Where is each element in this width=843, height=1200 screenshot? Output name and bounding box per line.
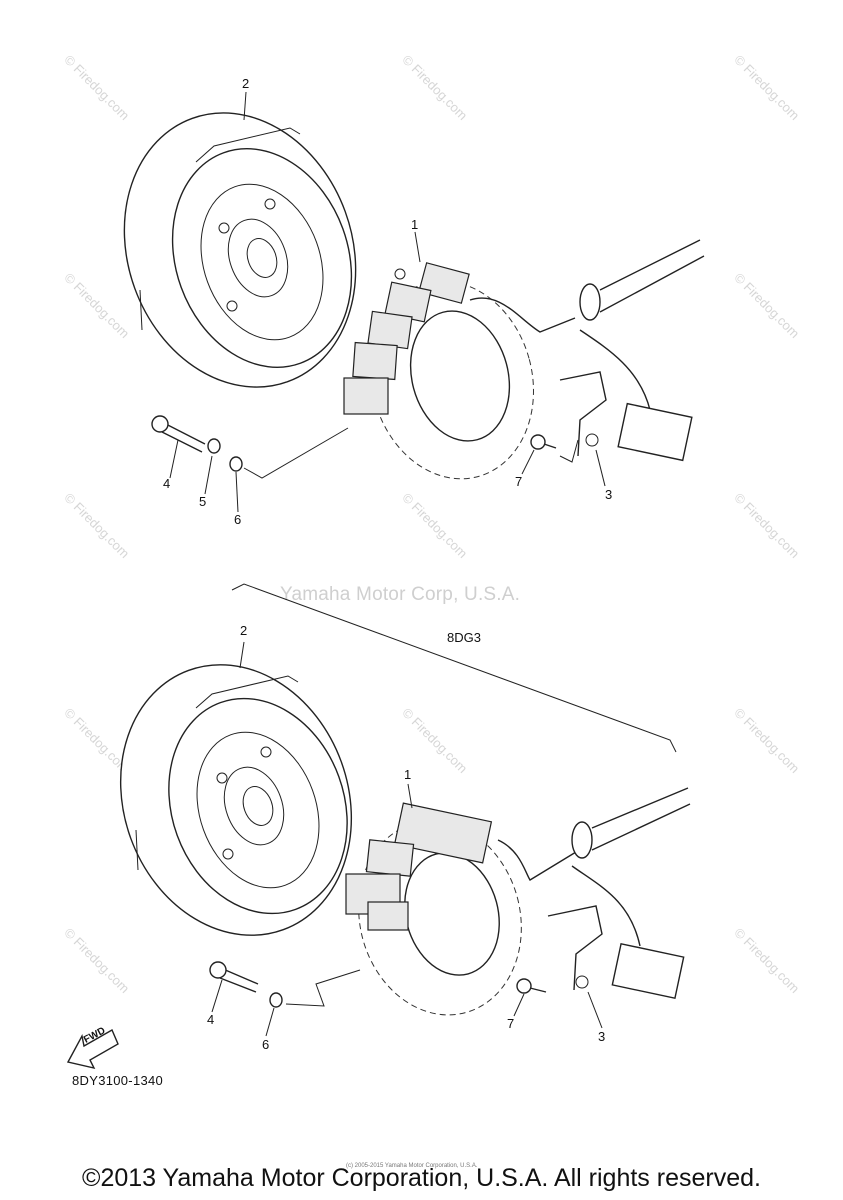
fasteners-bottom <box>209 961 547 1008</box>
small-copyright: (c) 2005-2015 Yamaha Motor Corporation, … <box>346 1163 478 1169</box>
callout-3-top: 3 <box>605 487 613 502</box>
pickup-coil-top <box>559 239 705 462</box>
fasteners-top <box>151 415 579 479</box>
callout-1-bottom: 1 <box>404 767 412 782</box>
stator-bottom <box>345 802 577 1016</box>
top-assembly <box>123 91 705 513</box>
pickup-coil-bottom <box>547 787 691 1000</box>
bottom-assembly <box>66 641 691 1070</box>
fwd-arrow-icon <box>66 1029 119 1070</box>
rotor-top <box>123 112 357 388</box>
callout-7-bottom: 7 <box>507 1016 515 1031</box>
callout-2-bottom: 2 <box>240 623 248 638</box>
callout-2-top: 2 <box>242 76 250 91</box>
callout-3-bottom: 3 <box>598 1029 606 1044</box>
callout-6-bottom: 6 <box>262 1037 270 1052</box>
diagram-part-code: 8DY3100-1340 <box>72 1073 164 1088</box>
stator-top <box>343 262 576 480</box>
callout-6-top: 6 <box>234 512 242 527</box>
callout-4-top: 4 <box>163 476 171 491</box>
rotor-bottom <box>119 664 353 936</box>
center-watermark: Yamaha Motor Corp, U.S.A. <box>280 584 521 605</box>
callout-4-bottom: 4 <box>207 1012 215 1027</box>
group-bracket <box>231 583 677 753</box>
callout-1-top: 1 <box>411 217 419 232</box>
group-label: 8DG3 <box>447 630 481 645</box>
callout-5-top: 5 <box>199 494 207 509</box>
copyright-footer: ©2013 Yamaha Motor Corporation, U.S.A. A… <box>82 1164 761 1192</box>
callout-7-top: 7 <box>515 474 523 489</box>
